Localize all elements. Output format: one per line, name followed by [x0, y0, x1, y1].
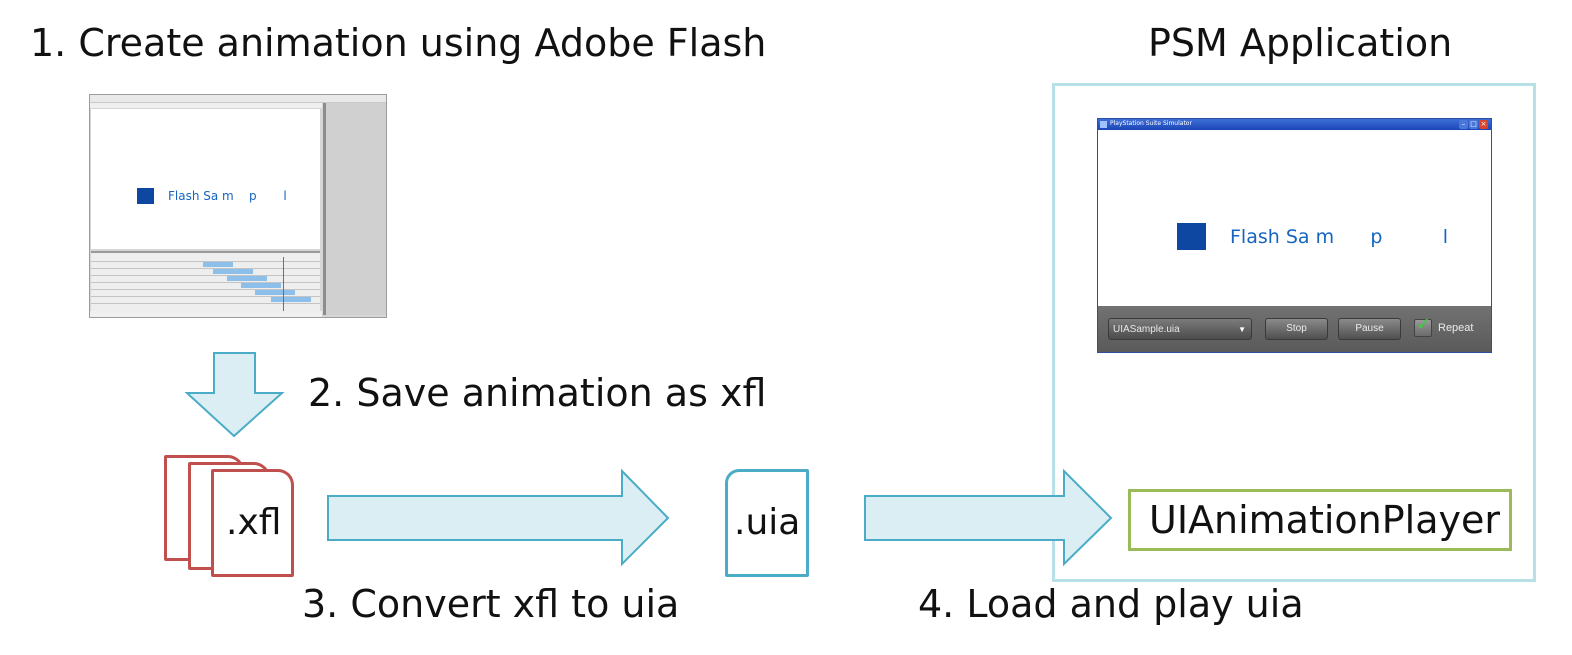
file-select-dropdown[interactable]: UIASample.uia ▼ — [1108, 318, 1252, 340]
flash-square-icon-large — [1177, 223, 1206, 250]
minimize-icon[interactable]: – — [1459, 120, 1468, 129]
stop-button[interactable]: Stop — [1265, 318, 1328, 340]
simulator-title: PlayStation Suite Simulator — [1110, 120, 1192, 127]
close-icon[interactable]: × — [1479, 120, 1488, 129]
ide-statusbar — [90, 311, 322, 317]
simulator-titlebar: PlayStation Suite Simulator – □ × — [1098, 119, 1491, 130]
checkmark-icon: ✓ — [1416, 314, 1432, 335]
flash-square-icon — [137, 188, 154, 204]
psm-application-frame — [1052, 83, 1536, 582]
right-arrow-icon-2 — [864, 468, 1113, 567]
ui-animation-player-box: UIAnimationPlayer — [1128, 489, 1512, 551]
uia-file-icon: .uia — [725, 469, 809, 577]
uia-file-label: .uia — [734, 502, 801, 543]
simulator-controls: UIASample.uia ▼ Stop Pause ✓ Repeat — [1098, 306, 1491, 352]
file-select-value: UIASample.uia — [1113, 324, 1180, 335]
ui-animation-player-label: UIAnimationPlayer — [1149, 498, 1500, 542]
ide-timeline — [91, 251, 320, 317]
psm-application-title: PSM Application — [1148, 21, 1453, 65]
flash-ide-screenshot: Flash Sa m p l — [89, 94, 387, 318]
step-1-label: 1. Create animation using Adobe Flash — [30, 21, 767, 65]
xfl-file-label: .xfl — [226, 502, 282, 543]
ide-stage-text: Flash Sa m p l — [168, 189, 287, 203]
simulator-window: PlayStation Suite Simulator – □ × Flash … — [1097, 118, 1492, 353]
maximize-icon[interactable]: □ — [1469, 120, 1478, 129]
repeat-label: Repeat — [1438, 322, 1474, 334]
ide-tabbar — [90, 103, 322, 108]
repeat-checkbox[interactable]: ✓ — [1414, 314, 1432, 337]
ide-panels — [323, 103, 386, 315]
step-3-label: 3. Convert xfl to uia — [302, 582, 680, 626]
right-arrow-icon — [327, 468, 670, 567]
step-2-label: 2. Save animation as xfl — [308, 371, 767, 415]
pause-button[interactable]: Pause — [1338, 318, 1401, 340]
ide-stage: Flash Sa m p l — [91, 109, 320, 249]
app-icon — [1100, 121, 1107, 128]
simulator-canvas: Flash Sa m p l — [1098, 130, 1491, 306]
simulator-canvas-text: Flash Sa m p l — [1230, 226, 1449, 248]
step-4-label: 4. Load and play uia — [918, 582, 1304, 626]
xfl-file-icon: .xfl — [211, 469, 294, 577]
chevron-down-icon: ▼ — [1238, 325, 1246, 334]
down-arrow-icon — [184, 352, 285, 438]
ide-menubar — [90, 95, 386, 103]
